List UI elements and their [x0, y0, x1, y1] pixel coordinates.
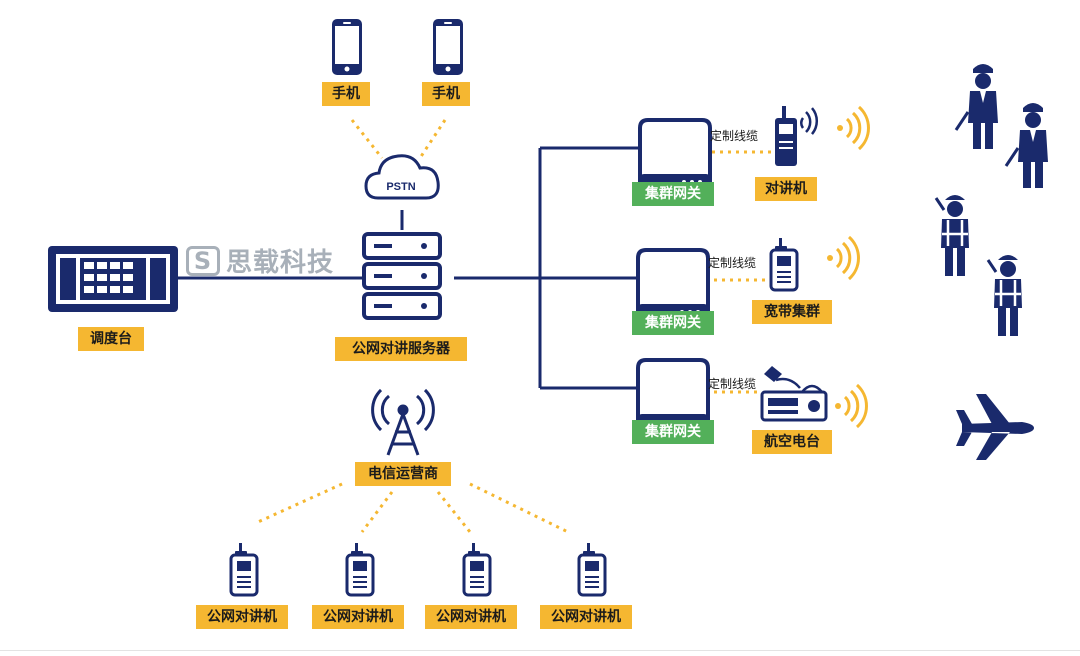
gateway-box-icon [636, 248, 710, 322]
bottom-divider [0, 650, 1080, 651]
carrier-label: 电信运营商 [355, 462, 451, 486]
phone-label: 手机 [322, 82, 370, 106]
device-label: 宽带集群 [752, 300, 832, 324]
construction-worker-icon [939, 193, 971, 278]
walkie-talkie-icon [229, 541, 259, 597]
cloud-icon [364, 154, 440, 200]
radio-station-icon [760, 366, 828, 422]
gateway-label: 集群网关 [632, 311, 714, 335]
cable-label: 定制线缆 [710, 129, 759, 143]
watermark: S 思载科技 [186, 242, 334, 279]
public-radio-label: 公网对讲机 [540, 605, 632, 629]
dispatch-console-icon [48, 246, 178, 312]
public-radio-label: 公网对讲机 [196, 605, 288, 629]
radio-antenna-lines [934, 111, 1020, 273]
police-officer-icon [968, 64, 998, 149]
walkie-talkie-icon [577, 541, 607, 597]
watermark-text: 思载科技 [226, 248, 335, 278]
gateway-label: 集群网关 [632, 420, 714, 444]
public-radio-label: 公网对讲机 [425, 605, 517, 629]
connection-lines [178, 146, 638, 390]
smartphone-icon [433, 19, 463, 75]
cable-label: 定制线缆 [708, 256, 757, 270]
watermark-logo-icon: S [186, 245, 220, 276]
device-label: 航空电台 [752, 430, 832, 454]
dotted-links [257, 119, 772, 534]
pstn-label: PSTN [386, 181, 415, 193]
device-label: 对讲机 [755, 177, 817, 201]
police-officer-icon [1018, 103, 1048, 188]
gateway-label: 集群网关 [632, 182, 714, 206]
cell-tower-icon [371, 388, 435, 456]
signal-waves-icon [825, 235, 860, 281]
walkie-talkie-icon [775, 106, 819, 166]
smartphone-icon [332, 19, 362, 75]
walkie-talkie-icon [462, 541, 492, 597]
cable-label: 定制线缆 [708, 377, 757, 391]
server-label: 公网对讲服务器 [335, 337, 467, 361]
public-radio-label: 公网对讲机 [312, 605, 404, 629]
construction-worker-icon [992, 253, 1024, 338]
server-icon [362, 232, 442, 320]
phone-label: 手机 [422, 82, 470, 106]
airplane-icon [956, 394, 1034, 460]
signal-waves-icon [835, 105, 870, 151]
gateway-box-icon [638, 118, 712, 192]
signal-waves-icon [833, 383, 868, 429]
walkie-talkie-icon [345, 541, 375, 597]
console-label: 调度台 [78, 327, 144, 351]
walkie-talkie-icon [769, 236, 799, 292]
